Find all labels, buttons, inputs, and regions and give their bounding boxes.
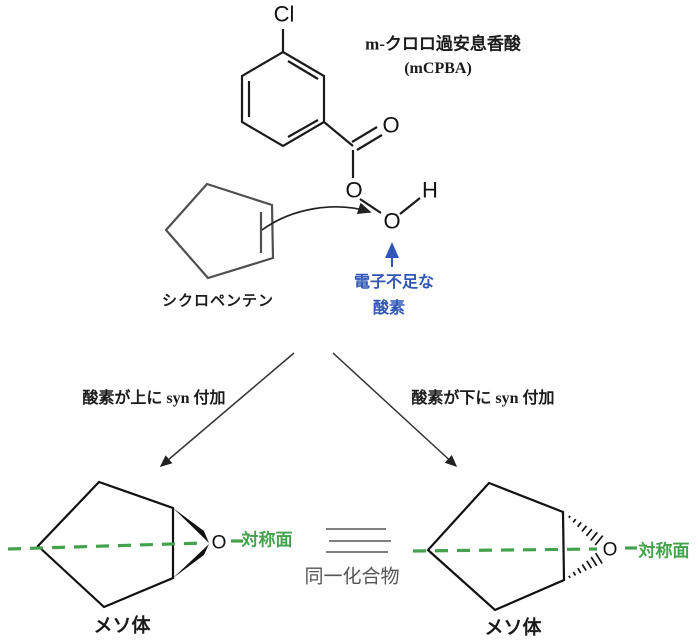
wedge-bond-lower bbox=[173, 544, 209, 578]
mcpba-name-label: m-クロロ過安息香酸 bbox=[365, 34, 521, 54]
ring-to-carbonyl-bond bbox=[323, 121, 354, 147]
cyclopentene-structure bbox=[164, 182, 275, 280]
hydrogen-atom-label: H bbox=[422, 178, 438, 203]
symmetry-plane-line-left bbox=[7, 541, 205, 551]
electron-deficient-note-line1: 電子不足な bbox=[353, 274, 435, 291]
cyclopentane-ring-right bbox=[426, 481, 566, 612]
carbonyl-double-bond bbox=[351, 126, 383, 151]
benzene-ring bbox=[240, 50, 326, 148]
symmetry-plane-line-right bbox=[412, 547, 598, 553]
identity-sign bbox=[326, 528, 391, 553]
syn-addition-label-left: 酸素が上に syn 付加 bbox=[82, 390, 226, 407]
epoxide-oxygen-left-label: O bbox=[212, 533, 227, 554]
cyclopentene-ring bbox=[164, 182, 275, 280]
mcpba-abbr-label: (mCPBA) bbox=[404, 60, 472, 77]
hash-bond-upper bbox=[568, 515, 604, 546]
electron-deficient-note-line2: 酸素 bbox=[372, 300, 406, 317]
ester-oxygen-label: O bbox=[345, 178, 362, 203]
syn-addition-arrow-right bbox=[332, 352, 458, 468]
symmetry-plane-label-right: 対称面 bbox=[638, 541, 690, 561]
identical-compound-label: 同一化合物 bbox=[304, 566, 400, 588]
cyclopentene-name-label: シクロペンテン bbox=[161, 293, 275, 310]
epoxide-product-right bbox=[412, 481, 637, 612]
epoxide-oxygen-right-label: O bbox=[603, 540, 618, 561]
meso-form-label-left: メソ体 bbox=[93, 615, 151, 637]
epoxide-product-left bbox=[7, 480, 243, 609]
peroxy-oxygen-label: O bbox=[383, 209, 400, 234]
carbonyl-oxygen-label: O bbox=[382, 113, 399, 138]
hash-bond-lower bbox=[568, 552, 603, 579]
syn-addition-label-right: 酸素が下に syn 付加 bbox=[411, 390, 555, 407]
chlorine-atom-label: Cl bbox=[274, 2, 295, 27]
o-h-bond bbox=[399, 197, 421, 215]
cyclopentane-ring-left bbox=[36, 480, 175, 609]
meso-form-label-right: メソ体 bbox=[484, 617, 542, 639]
mcpba-structure bbox=[240, 29, 421, 215]
symmetry-plane-label-left: 対称面 bbox=[241, 530, 293, 550]
electron-push-curved-arrow bbox=[261, 202, 372, 231]
syn-addition-arrow-left bbox=[159, 352, 295, 467]
wedge-bond-upper bbox=[173, 508, 209, 543]
